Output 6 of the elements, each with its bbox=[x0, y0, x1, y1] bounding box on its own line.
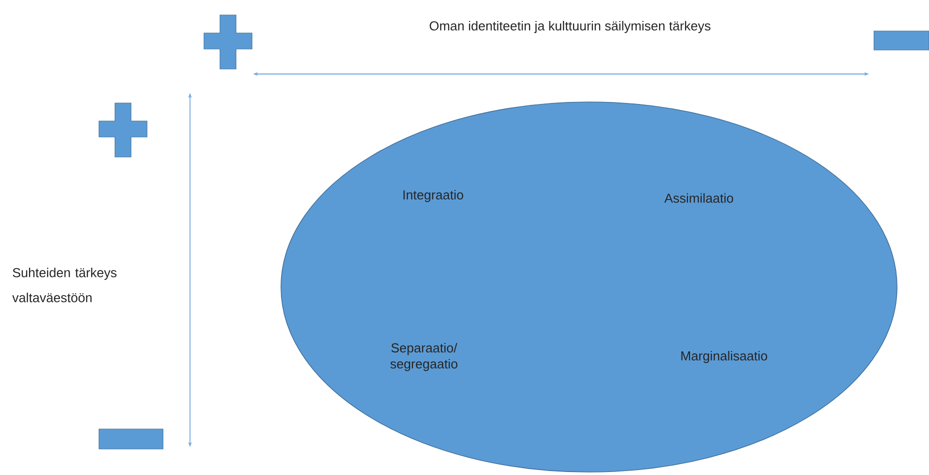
ellipse-label: Separaatio/ segregaatio bbox=[390, 342, 458, 372]
axis-title: Oman identiteetin ja kulttuurin säilymisen tärkeys bbox=[430, 20, 710, 34]
ellipse-label: Assimilaatio bbox=[664, 193, 734, 203]
axis-title: Suhteiden tärkeys valtaväestöön bbox=[12, 268, 116, 302]
ellipse-label: Integraatio bbox=[404, 190, 464, 202]
ellipse-label: Marginalisaatio bbox=[681, 350, 768, 364]
